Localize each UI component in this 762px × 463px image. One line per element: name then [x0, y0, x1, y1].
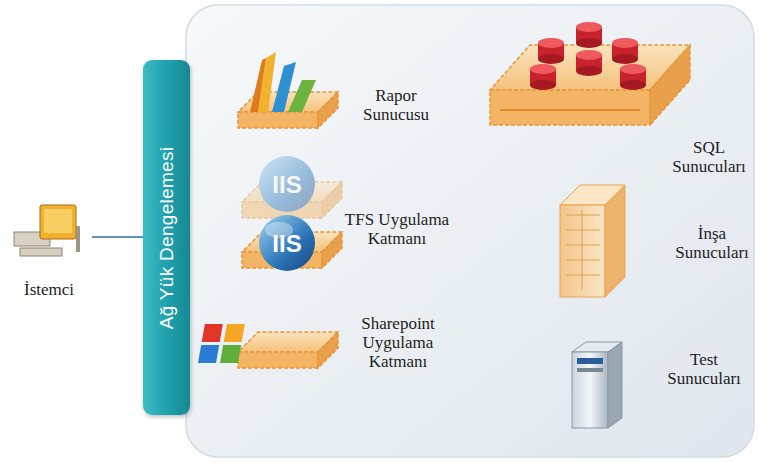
load-balancer-band: Ağ Yük Dengelemesi — [143, 60, 190, 415]
node-label: İstemci — [6, 280, 92, 299]
node-label: Rapor Sunucusu — [344, 86, 448, 124]
node-label: SQL Sunucuları — [662, 138, 756, 176]
node-label: İnşa Sunucuları — [668, 224, 756, 262]
server-label: Sharepoint Uygulama Katmanı — [346, 314, 450, 371]
svg-text:IIS: IIS — [272, 171, 301, 198]
connector — [92, 237, 143, 238]
server-label: SQL Sunucuları — [662, 138, 756, 176]
client-node: İstemci — [6, 200, 92, 310]
node-label: TFS Uygulama Katmanı — [330, 210, 464, 248]
node-label: Test Sunucuları — [658, 350, 750, 388]
server-label: Rapor Sunucusu — [344, 86, 448, 124]
server-label: Test Sunucuları — [658, 350, 750, 388]
band-label: Ağ Yük Dengelemesi — [156, 146, 177, 329]
server-label: TFS Uygulama Katmanı — [330, 210, 464, 248]
server-label: İnşa Sunucuları — [668, 224, 756, 262]
node-label: Sharepoint Uygulama Katmanı — [346, 314, 450, 371]
svg-text:IIS: IIS — [272, 230, 301, 257]
